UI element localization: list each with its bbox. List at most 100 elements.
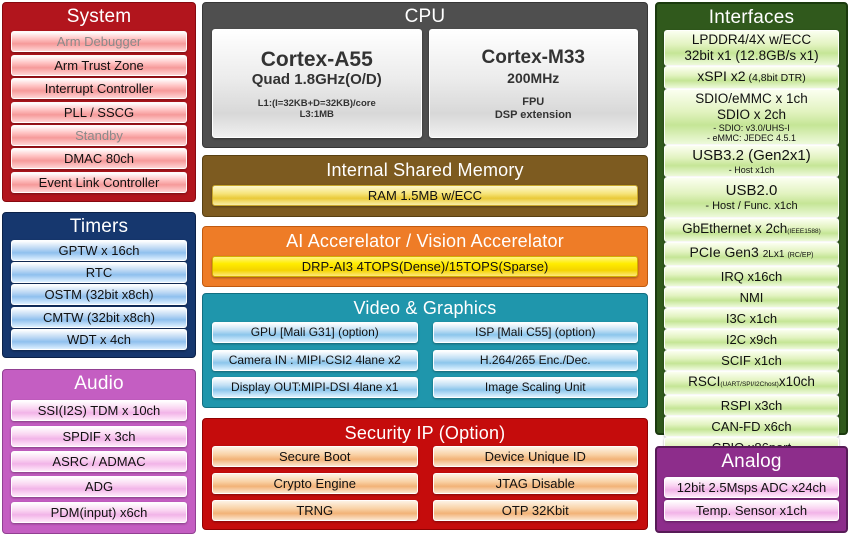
cpu-core-m33: Cortex-M33 200MHz FPU DSP extension — [428, 29, 638, 138]
sdio-spec1: - SDIO: v3.0/UHS-I — [713, 123, 790, 133]
timers-title: Timers — [69, 216, 129, 237]
interfaces-item-gbethernet: GbEthernet x 2ch(IEEE1588) — [664, 218, 839, 242]
interfaces-item-sdio: SDIO/eMMC x 1ch SDIO x 2ch - SDIO: v3.0/… — [664, 89, 839, 145]
rsci-main: RSCI — [688, 374, 721, 389]
pcie-lanes: 2Lx1 — [762, 249, 785, 260]
audio-item-ssi: SSI(I2S) TDM x 10ch — [11, 400, 187, 422]
pcie-mode: (RC/EP) — [787, 252, 814, 259]
cpu-block: CPU Cortex-A55 Quad 1.8GHz(O/D) L1:(I=32… — [202, 2, 648, 148]
lpddr-line2: 32bit x1 (12.8GB/s x1) — [684, 48, 819, 63]
interfaces-title: Interfaces — [708, 7, 795, 28]
pcie-main: PCIe Gen3 — [689, 244, 759, 260]
video-item-display-out: Display OUT:MIPI-DSI 4lane x1 — [212, 377, 418, 399]
usb32-detail: - Host x1ch — [728, 165, 775, 175]
system-item-event-link-controller: Event Link Controller — [11, 171, 187, 193]
system-item-interrupt-controller: Interrupt Controller — [11, 78, 187, 100]
video-graphics-block: Video & Graphics GPU [Mali G31] (option)… — [202, 293, 648, 408]
interfaces-item-nmi: NMI — [664, 287, 839, 308]
security-title: Security IP (Option) — [344, 423, 506, 443]
left-column: System Arm Debugger Arm Trust Zone Inter… — [2, 2, 196, 534]
usb20-detail: - Host / Func. x1ch — [705, 200, 798, 212]
memory-items: RAM 1.5MB w/ECC — [203, 183, 647, 216]
xspi-detail: (4,8bit DTR) — [748, 72, 806, 84]
security-item-trng: TRNG — [212, 500, 418, 521]
cpu-title: CPU — [404, 6, 446, 27]
interfaces-item-irq: IRQ x16ch — [664, 266, 839, 287]
xspi-main: xSPI x2 — [697, 68, 746, 84]
analog-item-temp-sensor: Temp. Sensor x1ch — [664, 500, 839, 522]
interfaces-items: LPDDR4/4X w/ECC 32bit x1 (12.8GB/s x1) x… — [657, 30, 846, 464]
usb32-main: USB3.2 (Gen2x1) — [692, 147, 811, 164]
video-item-codec: H.264/265 Enc./Dec. — [432, 349, 638, 371]
sdio-line2: SDIO x 2ch — [716, 107, 787, 122]
security-item-jtag-disable: JTAG Disable — [432, 473, 638, 494]
interfaces-item-usb32: USB3.2 (Gen2x1) - Host x1ch — [664, 145, 839, 177]
system-items: Arm Debugger Arm Trust Zone Interrupt Co… — [3, 29, 195, 201]
system-item-pll-sscg: PLL / SSCG — [11, 101, 187, 123]
security-item-crypto-engine: Crypto Engine — [212, 473, 418, 494]
video-item-image-scaling: Image Scaling Unit — [432, 377, 638, 399]
a55-name: Cortex-A55 — [260, 47, 373, 71]
interfaces-item-rspi: RSPI x3ch — [664, 395, 839, 416]
security-item-otp: OTP 32Kbit — [432, 500, 638, 521]
audio-item-asrc: ASRC / ADMAC — [11, 450, 187, 472]
ai-items: DRP-AI3 4TOPS(Dense)/15TOPS(Sparse) — [203, 254, 647, 286]
memory-item-ram: RAM 1.5MB w/ECC — [212, 185, 638, 206]
m33-fpu: FPU — [522, 95, 545, 108]
gbe-detail: (IEEE1588) — [787, 228, 821, 235]
sdio-line1: SDIO/eMMC x 1ch — [695, 91, 808, 106]
video-title: Video & Graphics — [353, 298, 497, 318]
cpu-core-a55: Cortex-A55 Quad 1.8GHz(O/D) L1:(I=32KB+D… — [212, 29, 422, 138]
system-item-standby: Standby — [11, 124, 187, 146]
sdio-spec2: - eMMC: JEDEC 4.5.1 — [706, 133, 797, 143]
audio-item-adg: ADG — [11, 476, 187, 498]
system-item-dmac: DMAC 80ch — [11, 148, 187, 170]
system-item-arm-trust-zone: Arm Trust Zone — [11, 54, 187, 76]
middle-column: CPU Cortex-A55 Quad 1.8GHz(O/D) L1:(I=32… — [202, 2, 648, 530]
m33-dsp: DSP extension — [494, 108, 572, 121]
timers-item-rtc: RTC — [11, 262, 187, 284]
rsci-count: x10ch — [778, 374, 815, 389]
gbe-main: GbEthernet x 2ch — [682, 221, 788, 236]
interfaces-item-scif: SCIF x1ch — [664, 350, 839, 371]
interfaces-item-rsci: RSCI(UART/SPI/I2Chost)x10ch — [664, 371, 839, 395]
security-items: Secure Boot Device Unique ID Crypto Engi… — [203, 446, 647, 529]
analog-block: Analog 12bit 2.5Msps ADC x24ch Temp. Sen… — [655, 446, 848, 533]
video-item-gpu: GPU [Mali G31] (option) — [212, 321, 418, 343]
a55-clock: Quad 1.8GHz(O/D) — [251, 70, 382, 88]
security-item-device-unique-id: Device Unique ID — [432, 446, 638, 467]
timers-block: Timers GPTW x 16ch RTC OSTM (32bit x8ch)… — [2, 212, 196, 358]
analog-title: Analog — [721, 451, 782, 472]
security-item-secure-boot: Secure Boot — [212, 446, 418, 467]
right-column: Interfaces LPDDR4/4X w/ECC 32bit x1 (12.… — [655, 2, 848, 533]
analog-item-adc: 12bit 2.5Msps ADC x24ch — [664, 476, 839, 498]
m33-clock: 200MHz — [507, 69, 560, 86]
audio-item-pdm: PDM(input) x6ch — [11, 501, 187, 523]
m33-name: Cortex-M33 — [481, 46, 585, 68]
audio-block: Audio SSI(I2S) TDM x 10ch SPDIF x 3ch AS… — [2, 369, 196, 534]
ai-item-drp-ai3: DRP-AI3 4TOPS(Dense)/15TOPS(Sparse) — [212, 255, 638, 277]
audio-title: Audio — [74, 373, 124, 394]
lpddr-line1: LPDDR4/4X w/ECC — [691, 32, 812, 47]
timers-items: GPTW x 16ch RTC OSTM (32bit x8ch) CMTW (… — [3, 239, 195, 357]
audio-item-spdif: SPDIF x 3ch — [11, 425, 187, 447]
timers-item-ostm: OSTM (32bit x8ch) — [11, 284, 187, 306]
interfaces-item-xspi: xSPI x2(4,8bit DTR) — [664, 66, 839, 89]
timers-item-gptw: GPTW x 16ch — [11, 240, 187, 262]
ai-accelerator-block: AI Accerelator / Vision Accerelator DRP-… — [202, 226, 648, 287]
memory-title: Internal Shared Memory — [326, 160, 524, 180]
interfaces-item-can-fd: CAN-FD x6ch — [664, 416, 839, 437]
video-items: GPU [Mali G31] (option) ISP [Mali C55] (… — [203, 321, 647, 407]
a55-l3-cache: L3:1MB — [299, 108, 334, 120]
interfaces-block: Interfaces LPDDR4/4X w/ECC 32bit x1 (12.… — [655, 2, 848, 458]
interfaces-item-i2c: I2C x9ch — [664, 329, 839, 350]
timers-item-wdt: WDT x 4ch — [11, 328, 187, 350]
system-title: System — [66, 6, 132, 27]
ai-title: AI Accerelator / Vision Accerelator — [286, 231, 564, 251]
usb20-main: USB2.0 — [725, 182, 778, 199]
video-item-camera-in: Camera IN : MIPI-CSI2 4lane x2 — [212, 349, 418, 371]
a55-l1-cache: L1:(I=32KB+D=32KB)/core — [257, 97, 376, 109]
security-ip-block: Security IP (Option) Secure Boot Device … — [202, 418, 648, 530]
